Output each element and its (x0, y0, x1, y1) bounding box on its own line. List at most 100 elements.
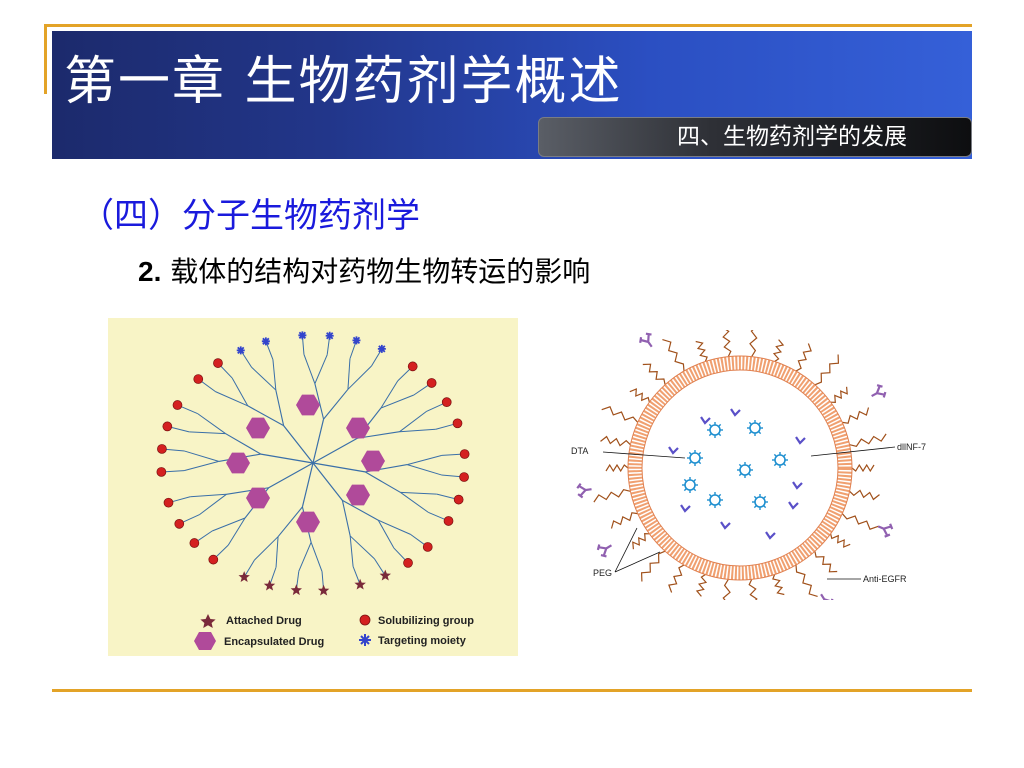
peg-chain (814, 551, 838, 573)
legend-attached-drug: Attached Drug (226, 615, 302, 627)
peg-chain (721, 326, 732, 357)
legend-solubilizing-icon (359, 614, 371, 626)
solubilizing-group (162, 421, 173, 432)
label-peg-group: PEG (593, 527, 661, 578)
peg-chain (662, 339, 685, 372)
dta-molecule (752, 494, 768, 510)
solubilizing-group (441, 397, 452, 408)
solubilizing-group (213, 358, 223, 368)
section-subtitle: 四、生物药剂学的发展 (677, 124, 907, 150)
section-subtitle-bar: 四、生物药剂学的发展 (538, 117, 972, 157)
solubilizing-group (163, 497, 174, 508)
dta-molecule (687, 450, 703, 466)
label-anti-egfr-group: Anti-EGFR (827, 574, 907, 584)
targeting-moiety (261, 337, 270, 346)
solubilizing-group (459, 472, 469, 482)
solubilizing-group (403, 558, 413, 568)
dta-molecule (707, 422, 723, 438)
legend-solubilizing-group: Solubilizing group (378, 615, 474, 627)
antibody-icon (871, 384, 887, 398)
targeting-moiety (377, 344, 386, 353)
antibody-icon (820, 593, 834, 609)
peg-chain (695, 340, 708, 362)
antibody-icon (596, 544, 613, 558)
section-heading: （四）分子生物药剂学 (80, 196, 420, 236)
peg-chain (841, 513, 879, 530)
attached-drug (238, 571, 250, 582)
peg-chain (610, 512, 638, 529)
dllnf-molecule (792, 481, 803, 490)
encapsulated-drug (296, 394, 320, 416)
label-dta-group: DTA (571, 446, 686, 459)
dllnf-molecule (680, 504, 691, 513)
solubilizing-group (422, 542, 433, 552)
peg-chain (749, 318, 759, 357)
label-dta: DTA (571, 446, 588, 456)
solubilizing-group (452, 418, 463, 429)
solubilizing-group (157, 444, 167, 454)
liposome-figure: DTA dllNF-7 PEG Anti-EGFR (565, 313, 945, 626)
slide-header: 第一章 生物药剂学概述 四、生物药剂学的发展 (52, 31, 972, 159)
peg-chain (632, 532, 650, 550)
legend-hexagon-icon (194, 632, 216, 650)
top-divider-line (44, 24, 972, 27)
peg-chain (605, 463, 629, 473)
legend-targeting-icon (359, 634, 371, 646)
peg-chain (849, 433, 887, 447)
encapsulated-drugs (226, 394, 385, 533)
dendrimer-terminal-groups (156, 331, 470, 596)
dta-molecule (682, 477, 698, 493)
dta-molecule (707, 492, 723, 508)
peg-chain (849, 489, 880, 501)
peg-chain (668, 564, 685, 593)
peg-chain (600, 435, 631, 447)
dendrimer-figure: Attached Drug Solubilizing group Encapsu… (108, 318, 518, 656)
point-number: 2. (138, 256, 162, 287)
dllnf-molecule (720, 521, 731, 530)
peg-chain (772, 339, 785, 363)
label-dllnf: dllNF-7 (897, 442, 926, 452)
targeting-moiety (298, 331, 307, 340)
solubilizing-group (174, 518, 185, 529)
solubilizing-group (407, 361, 418, 372)
encapsulated-drug (346, 417, 370, 439)
solubilizing-group (459, 449, 470, 459)
solubilizing-group (189, 538, 200, 548)
attached-drug (379, 569, 391, 581)
dta-molecule (737, 462, 753, 478)
antibody-icon (790, 313, 806, 329)
attached-drug (354, 578, 366, 590)
peg-chain (601, 406, 639, 423)
peg-chain (795, 564, 818, 597)
solubilizing-group (208, 554, 219, 565)
attached-drug (263, 579, 276, 591)
encapsulated-dta (668, 408, 806, 540)
legend-encapsulated-drug: Encapsulated Drug (224, 636, 324, 648)
peg-chain (795, 343, 812, 372)
peg-chain (830, 533, 851, 548)
peg-chain (814, 354, 840, 386)
antibody-icon (576, 482, 592, 499)
dllnf-molecule (700, 416, 711, 425)
attached-drug (290, 584, 302, 596)
peg-chain (721, 579, 731, 618)
solubilizing-group (156, 467, 167, 477)
solubilizing-group (443, 516, 454, 526)
encapsulated-drug (361, 450, 385, 472)
dta-molecule (747, 420, 763, 436)
solubilizing-group (426, 378, 437, 388)
peg-chain (642, 363, 666, 385)
peg-chain (851, 463, 875, 473)
targeting-moiety (236, 346, 245, 355)
encapsulated-drug (246, 487, 270, 509)
lipid-bilayer (628, 356, 852, 580)
peg-chain (629, 388, 650, 403)
encapsulated-drug (226, 452, 250, 474)
attached-drug (317, 584, 330, 596)
legend-targeting-moiety: Targeting moiety (378, 635, 467, 647)
peg-chain (748, 579, 759, 610)
encapsulated-drug (346, 484, 370, 506)
dllnf-molecule (668, 446, 679, 455)
encapsulated-drug (246, 417, 270, 439)
dendrimer-branches (161, 335, 465, 591)
